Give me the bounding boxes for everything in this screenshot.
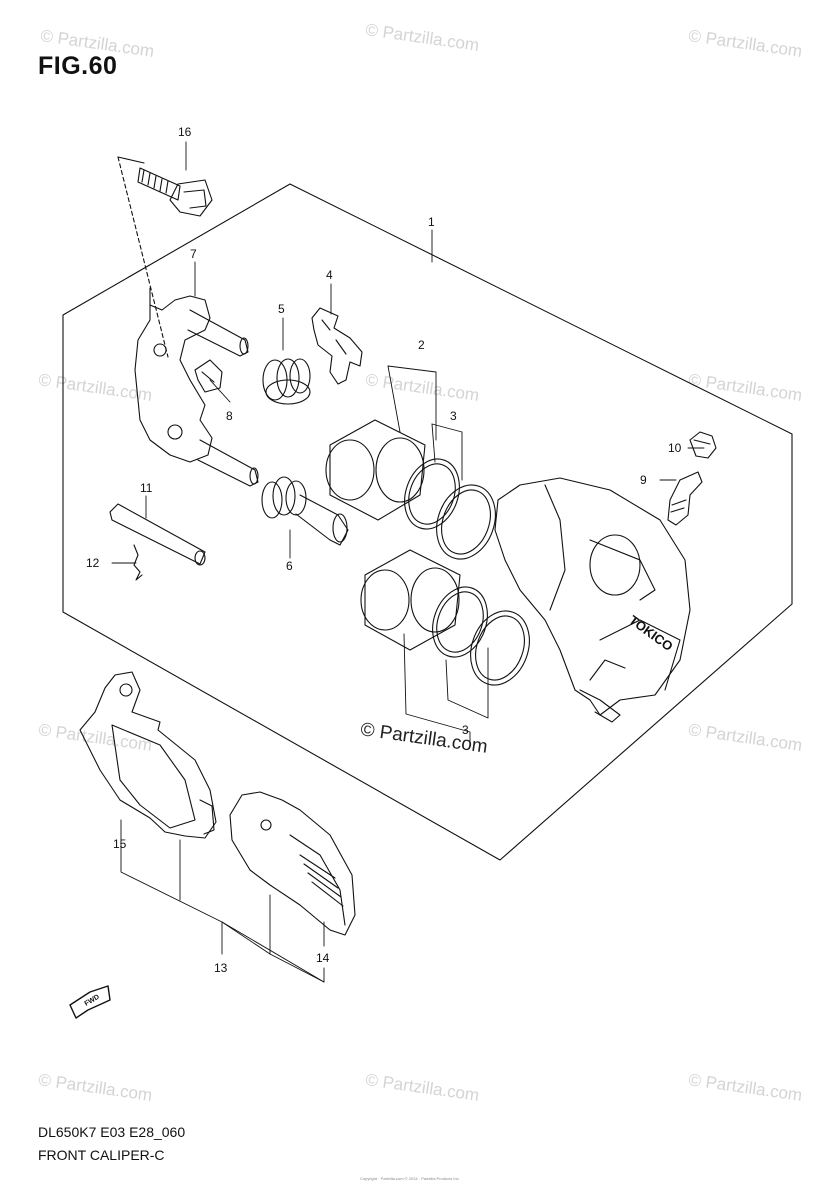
callout-5: 5 [278,302,285,316]
callout-2: 2 [418,338,425,352]
callout-9: 9 [640,473,647,487]
figure-caption: FRONT CALIPER-C [38,1147,165,1163]
boot-part-6 [261,476,349,546]
callout-3b: 3 [462,723,469,737]
callout-13: 13 [214,961,228,975]
assembly-outline [62,183,793,861]
callout-6: 6 [286,559,293,573]
pistons-part-2 [325,419,461,651]
callout-11: 11 [140,481,153,495]
callout-10: 10 [668,441,682,455]
caliper-body [494,477,691,723]
boot-part-5 [262,358,311,405]
callout-3: 3 [450,409,457,423]
callout-14: 14 [316,951,330,965]
fwd-arrow-icon [69,985,111,1019]
callout-16: 16 [178,125,192,139]
seals-part-3 [404,458,530,686]
callout-8: 8 [226,409,233,423]
callout-4: 4 [326,268,333,282]
callout-7: 7 [190,247,197,261]
copyright-notice: Copyright · Partzilla.com © 2024 · Partz… [360,1176,460,1181]
brake-pad-part-15 [79,671,217,839]
bleeder-cap-part-10 [689,431,717,459]
callout-12: 12 [86,556,100,570]
pad-spring-part-4 [311,307,363,385]
callout-15: 15 [113,837,127,851]
pin-part-11 [109,503,206,566]
clip-part-12 [133,544,143,581]
model-code: DL650K7 E03 E28_060 [38,1124,186,1140]
bolt-part-16 [117,156,213,358]
caliper-logo: TOKICO [626,612,676,654]
callout-numbers: 1 2 3 3 4 5 6 7 8 9 10 11 12 13 14 15 16 [86,125,682,975]
caliper-bracket-part-7 [134,287,259,487]
clip-part-8 [194,359,223,393]
figure-title: FIG.60 [38,52,118,80]
bleeder-part-9 [667,471,703,526]
brake-pad-part-14 [229,791,356,936]
leader-lines [111,141,705,983]
callout-1: 1 [428,215,435,229]
